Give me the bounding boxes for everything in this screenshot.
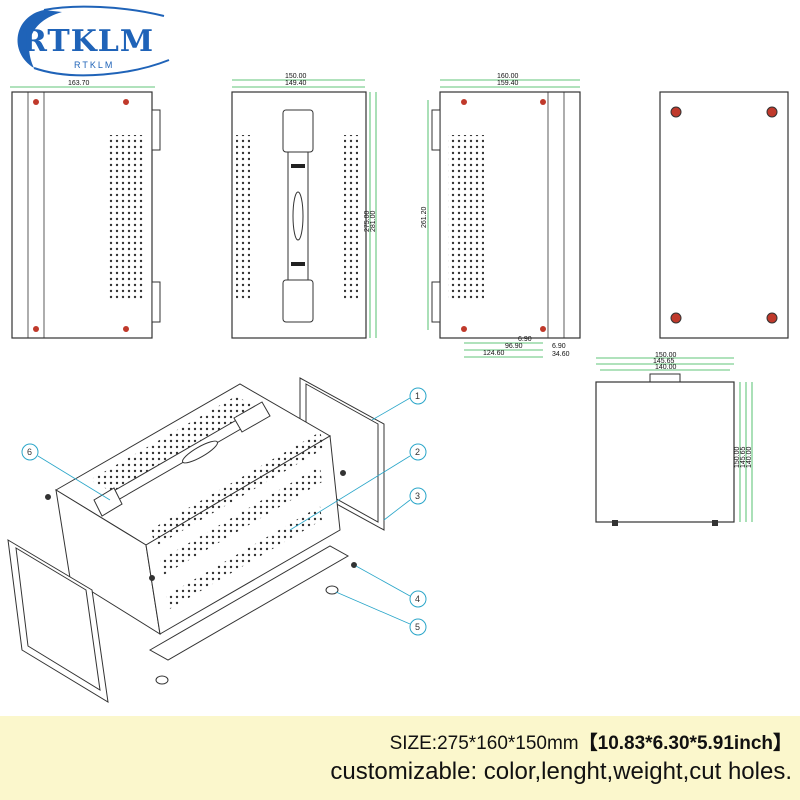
dim-front-width-inner: 149.40: [285, 80, 307, 87]
dim-side-right-bottom-e: 34.60: [552, 351, 570, 358]
size-spec-inch: 【10.83*6.30*5.91inch】: [578, 733, 792, 754]
logo-subtext: RTKLM: [74, 60, 115, 70]
size-spec-mm: SIZE:275*160*150mm: [389, 733, 579, 754]
logo-text: RTKLM: [22, 24, 155, 59]
callout-6: 6: [27, 447, 32, 457]
dim-side-right-width-inner: 159.40: [497, 80, 519, 87]
size-spec: SIZE:275*160*150mm【10.83*6.30*5.91inch】: [390, 728, 792, 755]
callout-4: 4: [415, 594, 420, 604]
dim-side-right-height: 261.20: [421, 206, 428, 228]
front-view: 150.00 149.40 275.00 281.00: [231, 73, 377, 339]
spec-banner: [0, 716, 800, 800]
dim-side-right-bottom-b: 96.90: [505, 343, 523, 350]
callout-1: 1: [415, 391, 420, 401]
side-view-right: 160.00 159.40 261.20 6.90 96.90 124.60 6…: [421, 73, 581, 358]
dim-top-width-b: 145.65: [653, 358, 675, 365]
dim-top-width-a: 150.00: [655, 352, 677, 359]
callouts: 1 2 3 4 5 6: [21, 387, 427, 636]
dim-front-height-inner: 275.00: [364, 210, 371, 232]
callout-3: 3: [415, 491, 420, 501]
exploded-view: [7, 377, 385, 703]
technical-drawings: 163.70 150.00 149.40: [7, 73, 789, 703]
dim-front-width-outer: 150.00: [285, 73, 307, 80]
dim-side-right-width-outer: 160.00: [497, 73, 519, 80]
logo-swoosh: [17, 5, 170, 77]
side-view-left: 163.70: [10, 80, 161, 339]
dim-front-height-outer: 281.00: [370, 210, 377, 232]
callout-2: 2: [415, 447, 420, 457]
callout-5: 5: [415, 622, 420, 632]
brand-logo: RTKLM RTKLM: [4, 2, 184, 82]
dim-top-height-b: 145.65: [740, 446, 747, 468]
top-view: 150.00 145.65 140.00 150.00 145.65 140.0…: [595, 352, 753, 526]
customizable-note: customizable: color,lenght,weight,cut ho…: [330, 758, 792, 785]
dim-side-right-bottom-d: 6.90: [552, 343, 566, 350]
back-view: [659, 91, 789, 339]
dim-side-right-bottom-c: 124.60: [483, 350, 505, 357]
dim-side-left-width: 163.70: [68, 80, 90, 87]
dim-top-height-a: 150.00: [734, 446, 741, 468]
dim-top-width-c: 140.00: [655, 364, 677, 371]
dim-top-height-c: 140.00: [746, 446, 753, 468]
dim-side-right-bottom-a: 6.90: [518, 336, 532, 343]
